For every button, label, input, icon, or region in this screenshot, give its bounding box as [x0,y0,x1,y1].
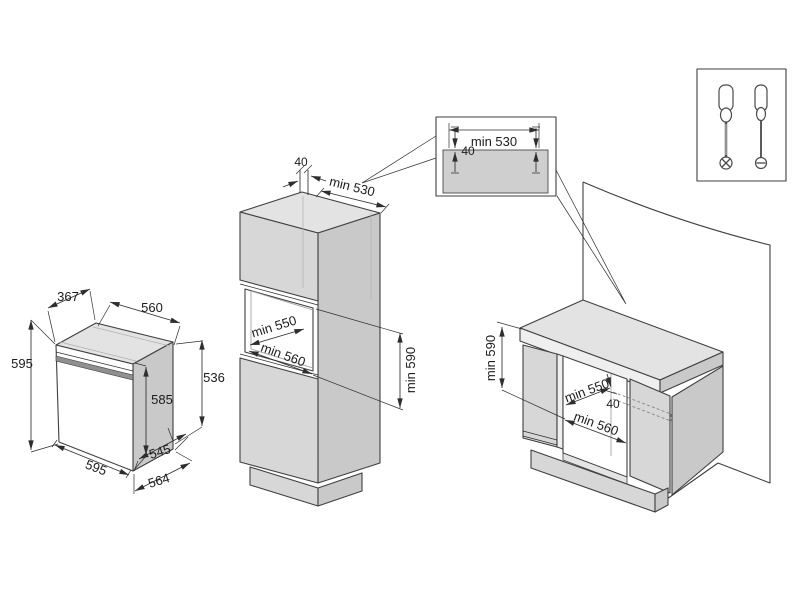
tools-box-frame [696,68,787,182]
oven-width-label: 595 [83,457,109,479]
inset-leader-right [555,169,627,305]
tall-unit-top-recess-label: 40 [294,155,308,169]
inset-leader-left [361,135,437,184]
tall-unit-upper-door [239,211,319,302]
flat-screwdriver-icon [754,84,768,170]
phillips-screwdriver-icon [718,84,734,170]
oven-height-label: 595 [11,356,33,371]
base-unit-side-face [671,365,724,496]
oven-door-height-label: 585 [151,392,173,407]
base-unit-niche-height-label: min 590 [483,335,498,381]
wall-outline [582,181,771,500]
oven-total-depth-label: 564 [146,470,171,491]
tall-unit-drawing: 40 min 530 min 550 min 560 min 590 [239,155,418,507]
tall-unit-top-width-label: min 530 [328,174,377,200]
inset-width-label: min 530 [471,134,517,149]
oven-top-depth-label: 367 [57,289,79,304]
tall-unit-niche-height-label: min 590 [403,347,418,393]
worktop-end [659,351,724,394]
oven-drawing: 367 560 595 585 536 545 595 564 [11,288,225,494]
base-unit-recess-label: 40 [606,397,620,411]
base-unit-left-door [522,344,558,448]
oven-front-face [55,344,134,472]
inset-cabinet-section [442,149,549,194]
base-unit-drawing: min 590 min 550 40 min 560 [483,169,771,513]
oven-body-height-label: 536 [203,370,225,385]
oven-top-width-label: 560 [141,300,163,315]
detail-inset: min 530 40 [361,116,557,197]
oven-door-handle [55,355,134,381]
base-unit-right-door [629,378,671,494]
tools-box [696,68,787,182]
inset-recess-label: 40 [461,144,475,158]
tall-unit-lower-door [239,357,319,484]
oven-body-depth-label: 545 [147,441,172,462]
